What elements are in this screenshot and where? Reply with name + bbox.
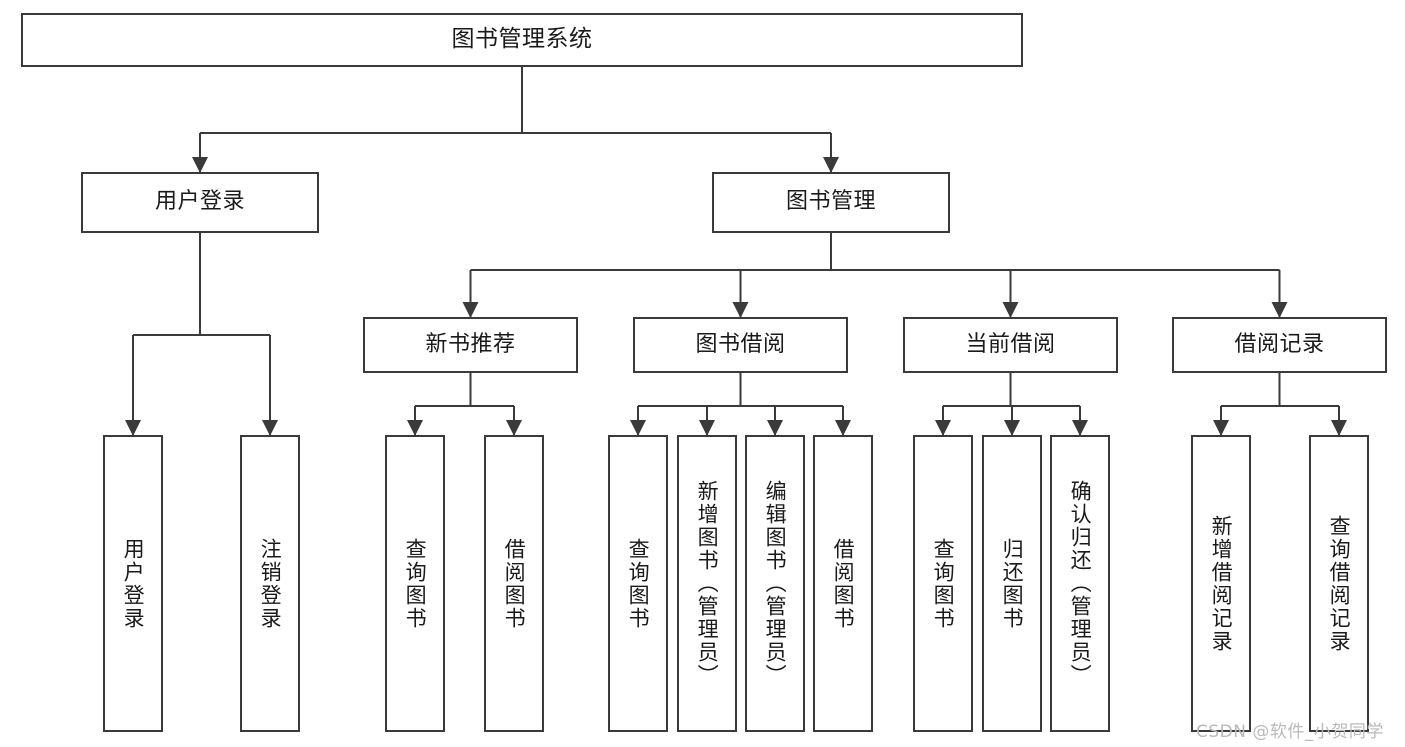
node-label: 查询借阅记录 — [1327, 514, 1352, 653]
node-current-borrow: 当前借阅 — [903, 317, 1118, 373]
node-label: 新书推荐 — [425, 331, 516, 357]
node-leaf-add-record: 新增借阅记录 — [1191, 435, 1251, 732]
node-leaf-add-book: 新增图书（管理员） — [677, 435, 737, 732]
node-leaf-query-book-cur: 查询图书 — [913, 435, 973, 732]
node-label: 新增借阅记录 — [1209, 514, 1234, 653]
node-label: 图书借阅 — [695, 331, 786, 357]
node-leaf-query-record: 查询借阅记录 — [1309, 435, 1369, 732]
node-leaf-query-book: 查询图书 — [608, 435, 668, 732]
node-label: 注销登录 — [258, 537, 283, 630]
node-leaf-borrow-book-rec: 借阅图书 — [484, 435, 544, 732]
node-leaf-user-login: 用户登录 — [103, 435, 163, 732]
node-new-book-rec: 新书推荐 — [363, 317, 578, 373]
node-user-login: 用户登录 — [81, 172, 319, 233]
node-leaf-edit-book: 编辑图书（管理员） — [745, 435, 805, 732]
node-root: 图书管理系统 — [21, 13, 1023, 67]
node-label: 借阅图书 — [831, 537, 856, 630]
node-leaf-return-book: 归还图书 — [982, 435, 1042, 732]
node-label: 用户登录 — [121, 537, 146, 630]
node-label: 借阅记录 — [1234, 331, 1325, 357]
node-label: 确认归还（管理员） — [1068, 480, 1093, 687]
node-label: 当前借阅 — [965, 331, 1056, 357]
node-label: 查询图书 — [931, 537, 956, 630]
node-leaf-logout: 注销登录 — [240, 435, 300, 732]
node-leaf-borrow-book: 借阅图书 — [813, 435, 873, 732]
node-book-borrow: 图书借阅 — [633, 317, 848, 373]
node-label: 归还图书 — [1000, 537, 1025, 630]
node-book-manage: 图书管理 — [712, 172, 950, 233]
node-borrow-record: 借阅记录 — [1172, 317, 1387, 373]
node-label: 查询图书 — [403, 537, 428, 630]
node-label: 编辑图书（管理员） — [763, 480, 788, 687]
node-leaf-query-book-rec: 查询图书 — [385, 435, 445, 732]
node-leaf-confirm-return: 确认归还（管理员） — [1050, 435, 1110, 732]
node-label: 查询图书 — [626, 537, 651, 630]
node-label: 图书管理系统 — [451, 26, 593, 53]
node-label: 新增图书（管理员） — [695, 480, 720, 687]
node-label: 图书管理 — [785, 189, 876, 215]
csdn-watermark: CSDN @软件_小贺同学 — [1196, 722, 1384, 742]
node-label: 用户登录 — [154, 189, 245, 215]
node-label: 借阅图书 — [502, 537, 527, 630]
